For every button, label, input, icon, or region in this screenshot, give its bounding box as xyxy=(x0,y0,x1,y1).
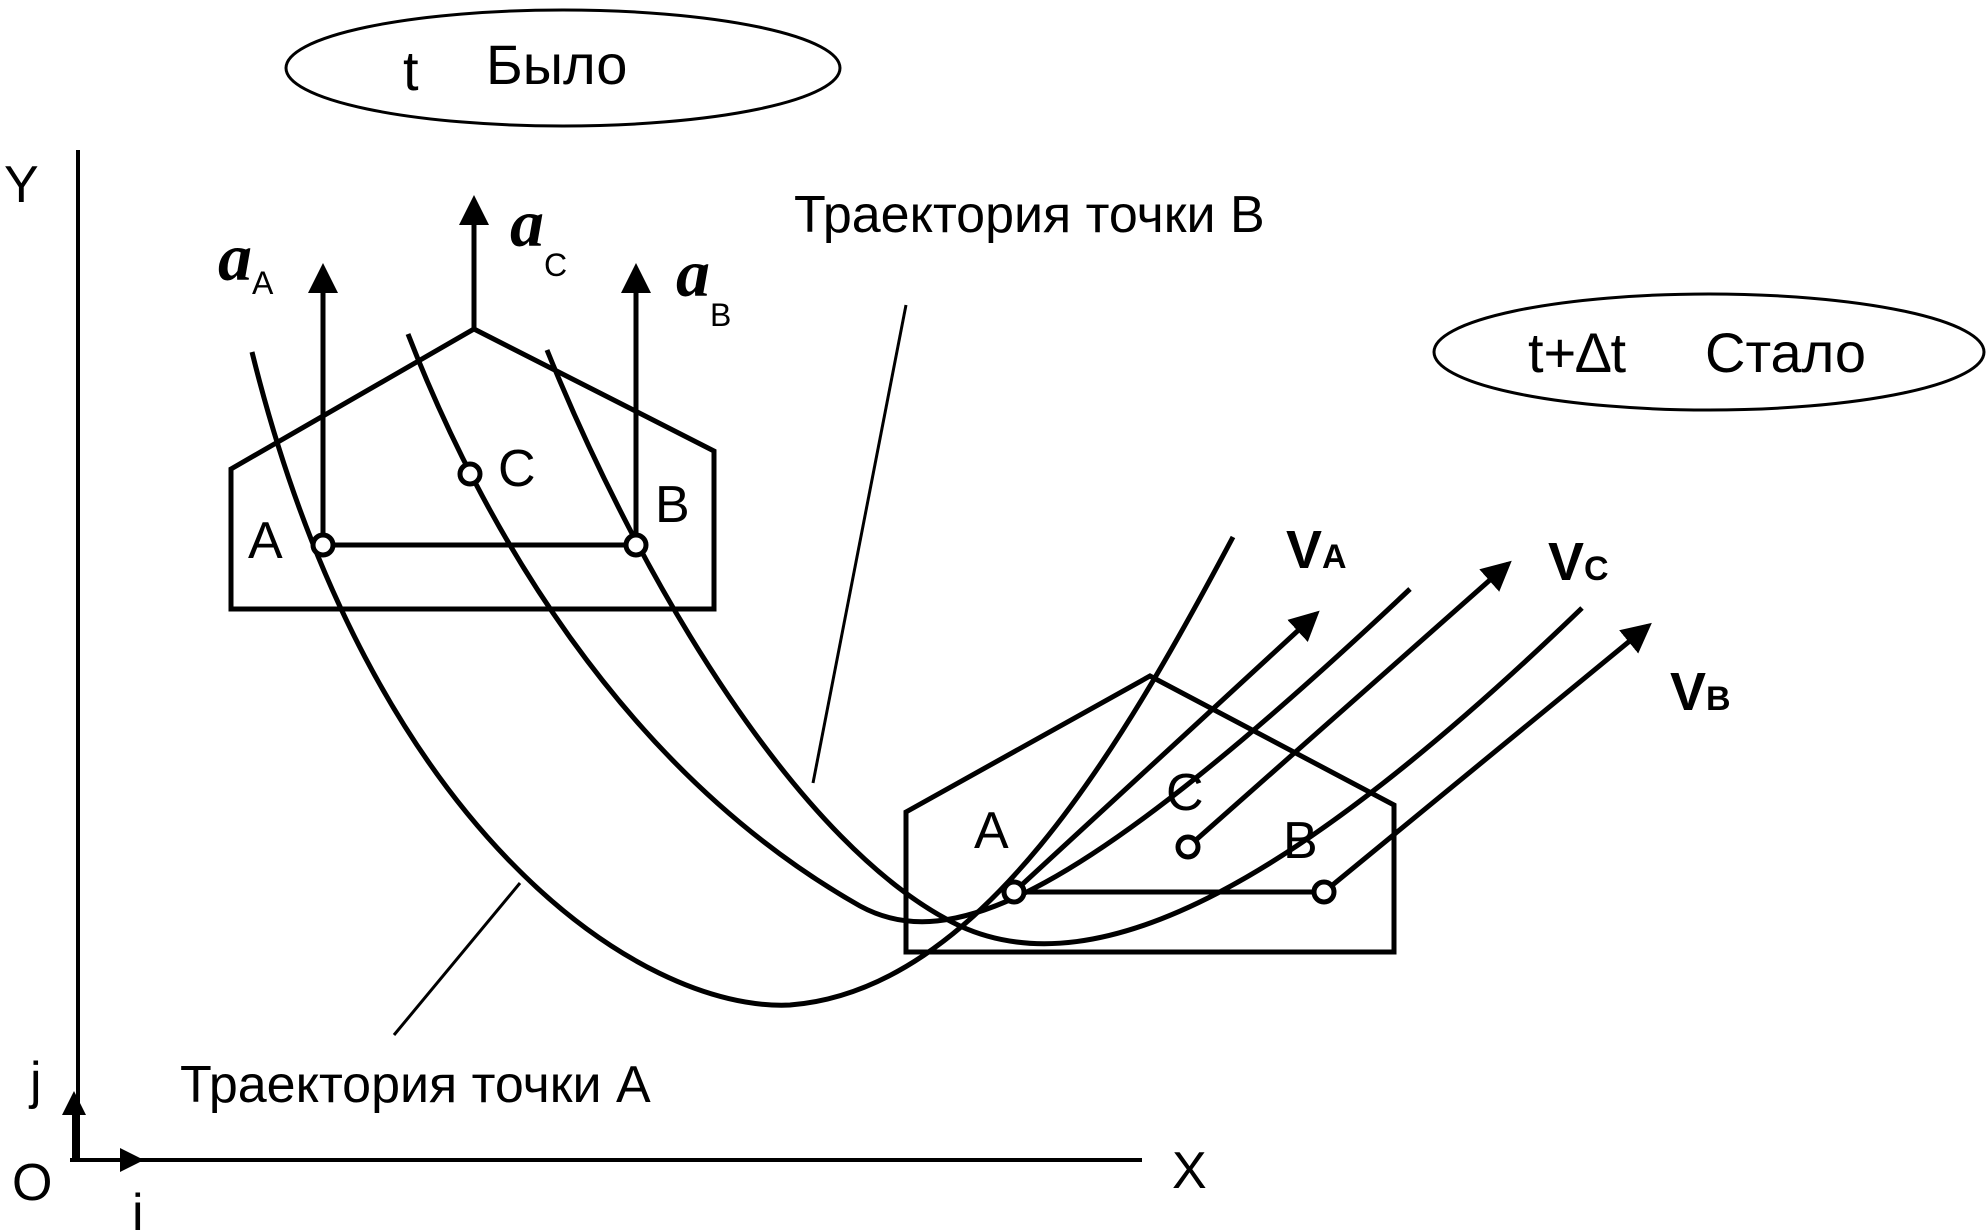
body-after-label-c: C xyxy=(1166,764,1204,822)
body-before-point-a xyxy=(310,532,336,558)
trajectory-a-label: Траектория точки A xyxy=(180,1056,651,1114)
acceleration-c-label: aC xyxy=(510,185,567,283)
body-after-shape xyxy=(903,673,1397,955)
state-after-label: Стало xyxy=(1705,321,1866,384)
state-before-badge: t Было xyxy=(284,8,842,128)
state-before-label: Было xyxy=(486,33,627,96)
velocity-b-label: VB xyxy=(1670,662,1731,722)
unit-j-label: j xyxy=(28,1052,42,1110)
state-before-ellipse xyxy=(284,8,842,128)
body-before-point-b xyxy=(623,532,649,558)
state-after-badge: t+∆t Стало xyxy=(1432,292,1986,412)
trajectory-point-c xyxy=(405,333,1412,925)
body-after-label-a: A xyxy=(974,802,1009,860)
velocity-c-arrow xyxy=(1186,560,1512,849)
state-before-time: t xyxy=(403,39,419,102)
unit-i-label: i xyxy=(132,1184,144,1230)
state-after-ellipse xyxy=(1432,292,1986,412)
velocity-c-label: VC xyxy=(1548,532,1609,592)
body-before-label-a: A xyxy=(248,512,283,570)
velocity-b-arrow xyxy=(1322,622,1652,894)
trajectories xyxy=(249,333,1584,1008)
body-after-point-a xyxy=(1001,879,1027,905)
body-before-point-c xyxy=(457,461,483,487)
trajectory-a-leader xyxy=(392,882,522,1036)
body-before-outline xyxy=(228,326,717,612)
body-after-point-c xyxy=(1175,834,1201,860)
trajectory-point-b xyxy=(544,349,1584,947)
velocity-a-label: VA xyxy=(1286,520,1347,580)
acceleration-labels: aA aC aB xyxy=(218,185,731,333)
velocity-a-arrow xyxy=(1012,610,1320,894)
acceleration-b-label: aB xyxy=(676,235,731,333)
y-axis-label: Y xyxy=(4,156,39,214)
trajectory-point-a xyxy=(249,351,1236,1008)
body-before-label-b: B xyxy=(655,476,690,534)
body-after-label-b: B xyxy=(1283,812,1318,870)
x-axis-label: X xyxy=(1172,1142,1207,1200)
trajectory-b-leader xyxy=(811,304,908,784)
acceleration-a-label: aA xyxy=(218,219,274,301)
origin-label: O xyxy=(12,1154,52,1212)
body-after-point-b xyxy=(1311,879,1337,905)
body-before: A C B xyxy=(228,195,717,612)
state-after-time: t+∆t xyxy=(1528,321,1627,384)
coordinate-axes xyxy=(62,150,1142,1172)
body-before-label-c: C xyxy=(498,440,536,498)
velocity-labels: VA VC VB xyxy=(1286,520,1731,722)
trajectory-b-label: Траектория точки B xyxy=(794,186,1265,244)
body-after: A C B xyxy=(903,560,1652,955)
